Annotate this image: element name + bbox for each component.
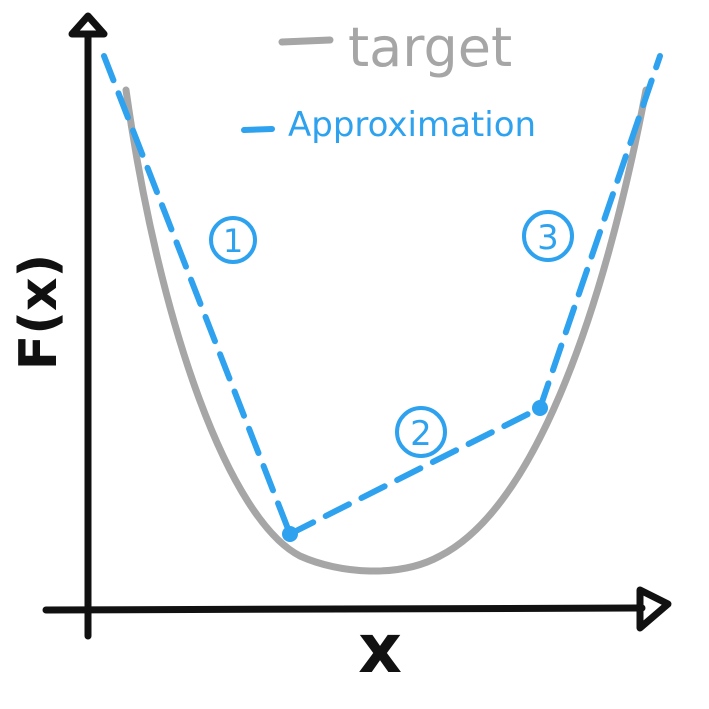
target-curve [122,86,650,575]
segment-label-1: 1 [209,216,257,264]
segment-label-2: 2 [395,406,447,458]
x-axis-arrowhead [636,586,672,632]
legend-approx-label: Approximation [288,105,536,145]
y-axis-arrowhead [68,12,108,38]
segment-label-2-circle [395,406,447,458]
segment-label-1-circle [209,216,257,264]
segment-label-3: 3 [522,210,574,262]
segment-label-1-text: 1 [223,222,243,260]
breakpoint-1 [282,526,298,542]
legend-target-swatch [278,36,334,46]
x-axis [42,586,672,632]
x-axis-label: x [358,610,402,689]
y-axis-label: F(x) [9,254,69,371]
approx-segment-1 [101,53,293,537]
y-axis [68,12,108,640]
legend-approx-swatch [241,126,275,133]
legend-target-label: target [348,16,512,79]
approx-segment-3 [537,53,663,411]
approximation-lines [101,53,663,542]
legend: target Approximation [241,16,536,145]
x-axis-line [42,604,646,614]
approx-segment-2 [287,405,543,537]
segment-label-2-text: 2 [410,414,432,454]
segment-label-3-circle [522,210,574,262]
breakpoint-2 [532,400,548,416]
segment-label-3-text: 3 [537,218,559,258]
